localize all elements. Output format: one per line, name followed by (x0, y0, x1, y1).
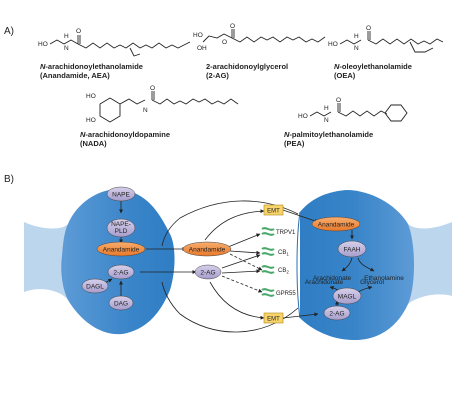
oea-ho: HO (328, 41, 338, 48)
nada-o: O (150, 85, 155, 92)
receptor-trpv1: TRPV1 (261, 227, 296, 236)
pea-o: O (336, 97, 341, 104)
two-ag-o-carbonyl: O (230, 23, 235, 30)
pea-h: H (324, 105, 329, 112)
nada-ho-2: HO (86, 117, 96, 124)
two-ag-ho: HO (193, 32, 203, 39)
post-arachidonate-magl: Arachidonate (305, 279, 344, 286)
pre-dagl: DAGL (86, 284, 104, 291)
anandamide-ho: HO (38, 41, 48, 48)
pre-2ag: 2-AG (113, 270, 128, 277)
two-ag-structure (202, 29, 326, 43)
pre-anandamide: Anandamide (103, 247, 140, 254)
pea-n: N (324, 117, 329, 124)
post-faah: FAAH (344, 247, 361, 254)
emt-top: EMT (267, 209, 280, 215)
post-arachidonate-1: Arachidonate (313, 275, 352, 282)
receptor-gpr55: GPR55 (261, 288, 296, 297)
post-2ag: 2-AG (329, 311, 344, 318)
pathway-arrows (102, 200, 375, 333)
two-ag-oh: OH (197, 45, 207, 52)
pea-ho: HO (298, 113, 308, 120)
post-ethanolamine: Ethanolamine (364, 275, 404, 282)
post-glycerol: Glycerol (360, 279, 384, 286)
synapse-anandamide: Anandamide (189, 247, 226, 254)
svg-text:TRPV1: TRPV1 (276, 230, 296, 236)
panel-b-label: B) (4, 174, 14, 185)
nada-n: N (143, 107, 148, 114)
synapse-2ag: 2-AG (200, 270, 215, 277)
compound-label-oea: N-oleoylethanolamide (OEA) (334, 62, 412, 80)
emt-bottom: EMT (267, 317, 280, 323)
post-molecules-magl: Arachidonate Glycerol MAGL 2-AG (305, 279, 384, 321)
two-ag-o-ester: O (222, 39, 227, 46)
pea-structure (309, 103, 408, 122)
postsynaptic-cell (296, 190, 452, 340)
compound-label-nada: N-arachidonoyldopamine (NADA) (80, 130, 171, 148)
post-anandamide: Anandamide (318, 222, 355, 229)
pre-nape-pld-1: NAPE- (111, 221, 131, 228)
nada-structure (99, 91, 239, 123)
oea-structure (339, 31, 444, 53)
anandamide-n: N (64, 45, 69, 52)
compound-label-2ag: 2-arachidonoylglycerol (2-AG) (206, 62, 289, 80)
panel-a-structures: HO H N O HO OH O O HO H N O HO HO N O HO… (38, 23, 444, 124)
pre-nape: NAPE (112, 192, 130, 199)
svg-text:CB2: CB2 (278, 268, 289, 275)
presynaptic-cell (24, 189, 175, 335)
oea-o: O (366, 25, 371, 32)
anandamide-o: O (76, 28, 81, 35)
panel-a-label: A) (4, 26, 14, 37)
anandamide-h: H (64, 33, 69, 40)
nada-ho-1: HO (86, 93, 96, 100)
receptors: TRPV1 CB1 CB2 GPR55 (261, 227, 296, 297)
anandamide-structure (49, 35, 191, 57)
svg-text:CB1: CB1 (278, 250, 289, 257)
receptor-cb1: CB1 (261, 247, 289, 257)
receptor-cb2: CB2 (261, 265, 289, 275)
pre-nape-pld-2: PLD (115, 228, 128, 235)
pre-molecules: NAPE NAPE- PLD Anandamide 2-AG DAGL DAG (81, 186, 146, 311)
post-molecules: Anandamide FAAH Arachidonate Ethanolamin… (311, 216, 404, 282)
compound-label-anandamide: N-arachidonoylethanolamide (Anandamide, … (40, 62, 143, 80)
pre-dag: DAG (114, 301, 128, 308)
oea-n: N (354, 45, 359, 52)
compound-label-pea: N-palmitoylethanolamide (PEA) (284, 130, 374, 148)
post-magl: MAGL (338, 294, 357, 301)
oea-h: H (354, 33, 359, 40)
synapse-molecules: Anandamide 2-AG EMT EMT (182, 204, 284, 324)
svg-text:GPR55: GPR55 (276, 291, 296, 297)
